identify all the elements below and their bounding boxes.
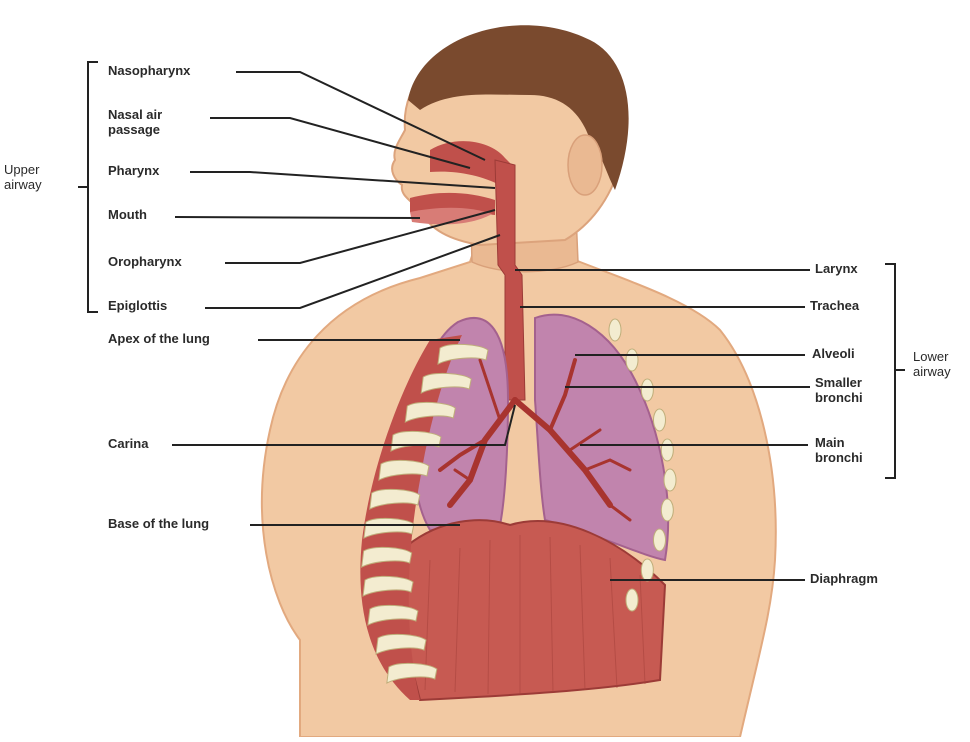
rib-edge <box>626 349 638 371</box>
label-smaller-bronchi: Smaller bronchi <box>815 376 863 406</box>
rib-edge <box>664 469 676 491</box>
label-trachea: Trachea <box>810 299 859 314</box>
upper-airway-bracket <box>78 62 98 312</box>
rib-edge <box>653 529 665 551</box>
label-apex-of-lung: Apex of the lung <box>108 332 210 347</box>
label-diaphragm: Diaphragm <box>810 572 878 587</box>
rib-edge <box>661 439 673 461</box>
rib-edge <box>661 499 673 521</box>
lower-airway-label: Lower airway <box>913 350 951 380</box>
label-main-bronchi-line-2: bronchi <box>815 451 863 466</box>
ear <box>568 135 602 195</box>
label-epiglottis: Epiglottis <box>108 299 167 314</box>
label-nasal-air-passage: Nasal air passage <box>108 108 162 138</box>
rib-edge <box>626 589 638 611</box>
label-main-bronchi: Main bronchi <box>815 436 863 466</box>
label-alveoli: Alveoli <box>812 347 855 362</box>
label-carina: Carina <box>108 437 148 452</box>
label-smaller-bronchi-line-2: bronchi <box>815 391 863 406</box>
label-oropharynx: Oropharynx <box>108 255 182 270</box>
rib-edge <box>641 379 653 401</box>
rib-edge <box>653 409 665 431</box>
lower-airway-line-1: Lower <box>913 350 951 365</box>
lower-airway-line-2: airway <box>913 365 951 380</box>
label-nasal-air-passage-line-2: passage <box>108 123 162 138</box>
label-base-of-lung: Base of the lung <box>108 517 209 532</box>
leader-mouth <box>175 217 420 218</box>
label-nasal-air-passage-line-1: Nasal air <box>108 108 162 123</box>
upper-airway-line-1: Upper <box>4 163 42 178</box>
upper-airway-line-2: airway <box>4 178 42 193</box>
label-smaller-bronchi-line-1: Smaller <box>815 376 863 391</box>
label-pharynx: Pharynx <box>108 164 159 179</box>
upper-airway-label: Upper airway <box>4 163 42 193</box>
label-nasopharynx: Nasopharynx <box>108 64 190 79</box>
label-larynx: Larynx <box>815 262 858 277</box>
lower-airway-bracket <box>885 264 905 478</box>
rib-edge <box>641 559 653 581</box>
rib-edge <box>609 319 621 341</box>
label-main-bronchi-line-1: Main <box>815 436 863 451</box>
label-mouth: Mouth <box>108 208 147 223</box>
